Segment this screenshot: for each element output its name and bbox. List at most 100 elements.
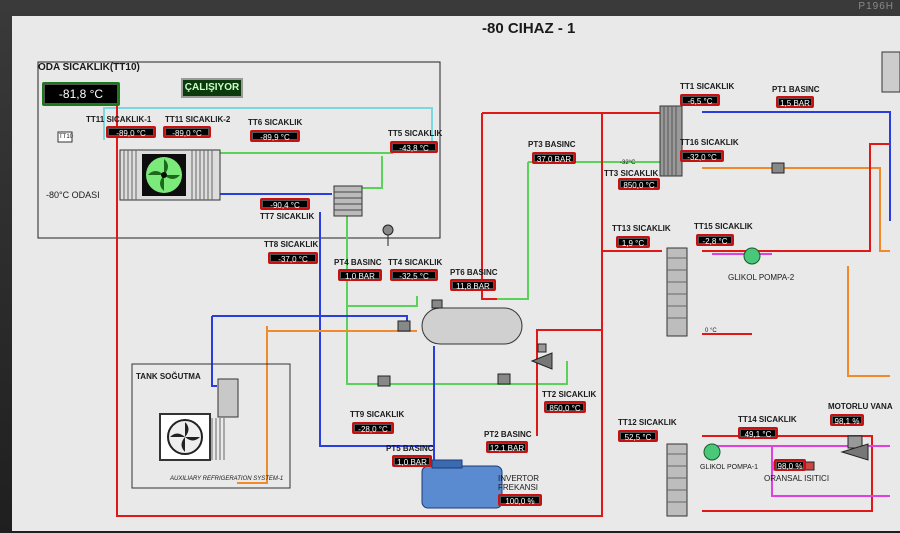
red-line-right — [702, 143, 890, 252]
tank-fins — [211, 418, 225, 460]
green-line-pt3 — [497, 162, 529, 300]
tt9-value: -28,0 °C — [352, 422, 394, 434]
solenoid-valve-1 — [397, 320, 411, 332]
heat-exchanger-4 — [666, 443, 688, 517]
hx2-fins — [663, 106, 677, 176]
tt6-label: TT6 SICAKLIK — [248, 118, 303, 127]
tt6-value: -89,9 °C — [250, 130, 300, 142]
inverter-value: 100,0 % — [498, 494, 542, 506]
monitor-brand-label: P196H — [858, 1, 894, 12]
tt14-value: 49,1 °C — [738, 427, 778, 439]
heat-exchanger-2 — [659, 105, 683, 177]
piping-diagram — [37, 51, 900, 517]
minus32-label: -32°C — [620, 160, 636, 166]
tt5-value: -43,8 °C — [390, 141, 438, 153]
hx3-fins — [667, 257, 687, 319]
red-line-outer — [116, 94, 603, 517]
aux-system-label: AUXILIARY REFRIGERATION SYSTEM-1 — [170, 476, 284, 482]
receiver-tank — [421, 307, 523, 345]
tt14-label: TT14 SICAKLIK — [738, 415, 797, 424]
tt12-label: TT12 SICAKLIK — [618, 418, 677, 427]
motor-valve-value: 98,1 % — [830, 414, 864, 426]
evaporator-fins — [123, 150, 213, 200]
tt4-value: -32,5 °C — [390, 269, 438, 281]
orange-line-tank — [237, 331, 268, 484]
tt1-value: -6,5 °C — [680, 94, 720, 106]
pt4-label: PT4 BASINC — [334, 258, 382, 267]
glycol-pump-1-icon — [703, 443, 721, 461]
blue-line-tank — [211, 316, 217, 387]
tt3-label: TT3 SICAKLIK — [604, 169, 659, 178]
tank-cooling-box — [131, 363, 291, 489]
motor-valve-icon — [840, 435, 869, 461]
motor-valve-label: MOTORLU VANA — [828, 402, 893, 411]
tt4-label: TT4 SICAKLIK — [388, 258, 443, 267]
fan-icon — [146, 157, 182, 193]
green-line-top — [220, 149, 393, 154]
tt10-tag: TT10 — [59, 134, 74, 140]
tt10-sensor-icon — [57, 131, 73, 143]
room-temp-header: ODA SICAKLIK(TT10) — [38, 62, 140, 73]
heater-label: ORANSAL ISITICI — [764, 474, 830, 483]
expansion-valve-1 — [382, 224, 394, 246]
pt6-value: 11,8 BAR — [450, 279, 496, 291]
tank-cooling-label: TANK SOĞUTMA — [136, 372, 201, 381]
room-name: -80°C ODASI — [46, 190, 100, 200]
tt11b-value: -89,0 °C — [163, 126, 211, 138]
green-line-mid — [346, 212, 418, 307]
green-line-low — [346, 306, 568, 385]
red-line-pt6 — [481, 113, 497, 300]
tt9-label: TT9 SICAKLIK — [350, 410, 405, 419]
pt5-value: 1,0 BAR — [392, 455, 432, 467]
tt16-label: TT16 SICAKLIK — [680, 138, 739, 147]
tt8-label: TT8 SICAKLIK — [264, 240, 319, 249]
pt2-label: PT2 BASINC — [484, 430, 532, 439]
tt7-value: -90,4 °C — [260, 198, 310, 210]
tt11a-label: TT11 SICAKLIK-1 — [86, 115, 152, 124]
pt2-value: 12,1 BAR — [486, 441, 528, 453]
glycol-pump-2-label: GLIKOL POMPA-2 — [728, 273, 795, 282]
glycol-pump-2-icon — [743, 247, 761, 265]
pt1-value: 1,5 BAR — [776, 96, 814, 108]
control-valve-icon — [530, 343, 553, 370]
red-line-bottom — [702, 435, 873, 512]
tt15-label: TT15 SICAKLIK — [694, 222, 753, 231]
green-line-tt5 — [362, 156, 383, 189]
tt13-value: 1,9 °C — [616, 236, 650, 248]
pt5-label: PT5 BASINC — [386, 444, 434, 453]
page-title: -80 CIHAZ - 1 — [482, 20, 576, 37]
tt2-value: 850,0 °C — [544, 401, 586, 413]
tank-fan-icon — [167, 419, 203, 455]
blue-line-top — [212, 315, 408, 321]
tt1-label: TT1 SICAKLIK — [680, 82, 735, 91]
tt3-value: 850,0 °C — [618, 178, 660, 190]
tt16-value: -32,0 °C — [680, 150, 724, 162]
heater-value: 98,0 % — [774, 459, 806, 471]
room-temp-display: -81,8 °C — [42, 82, 120, 106]
solenoid-valve-5 — [431, 299, 443, 309]
hx1-fins — [334, 191, 362, 211]
solenoid-valve-3 — [497, 373, 511, 385]
cyan-line — [103, 107, 433, 142]
tt13-label: TT13 SICAKLIK — [612, 224, 671, 233]
hx4-fins — [667, 453, 687, 503]
tt15-value: -2,8 °C — [696, 234, 734, 246]
status-running[interactable]: ÇALIŞIYOR — [181, 78, 243, 98]
pt6-label: PT6 BASINC — [450, 268, 498, 277]
solenoid-valve-2 — [377, 375, 391, 387]
tank-compressor — [217, 378, 239, 418]
pt3-value: 37,0 BAR — [532, 152, 576, 164]
inverter-label: INVERTOR FREKANSI — [498, 474, 540, 492]
magenta-line-heater — [771, 446, 890, 497]
tt2-label: TT2 SICAKLIK — [542, 390, 597, 399]
orange-line-top — [266, 326, 417, 332]
tt12-value: 52,5 °C — [618, 430, 658, 442]
tt8-value: -37,0 °C — [268, 252, 318, 264]
solenoid-valve-4 — [771, 162, 785, 174]
main-compressor — [421, 465, 503, 509]
pt1-label: PT1 BASINC — [772, 85, 820, 94]
orange-line-valve — [847, 266, 890, 377]
pt3-label: PT3 BASINC — [528, 140, 576, 149]
heat-exchanger-3 — [666, 247, 688, 337]
orange-line-right — [702, 167, 890, 252]
